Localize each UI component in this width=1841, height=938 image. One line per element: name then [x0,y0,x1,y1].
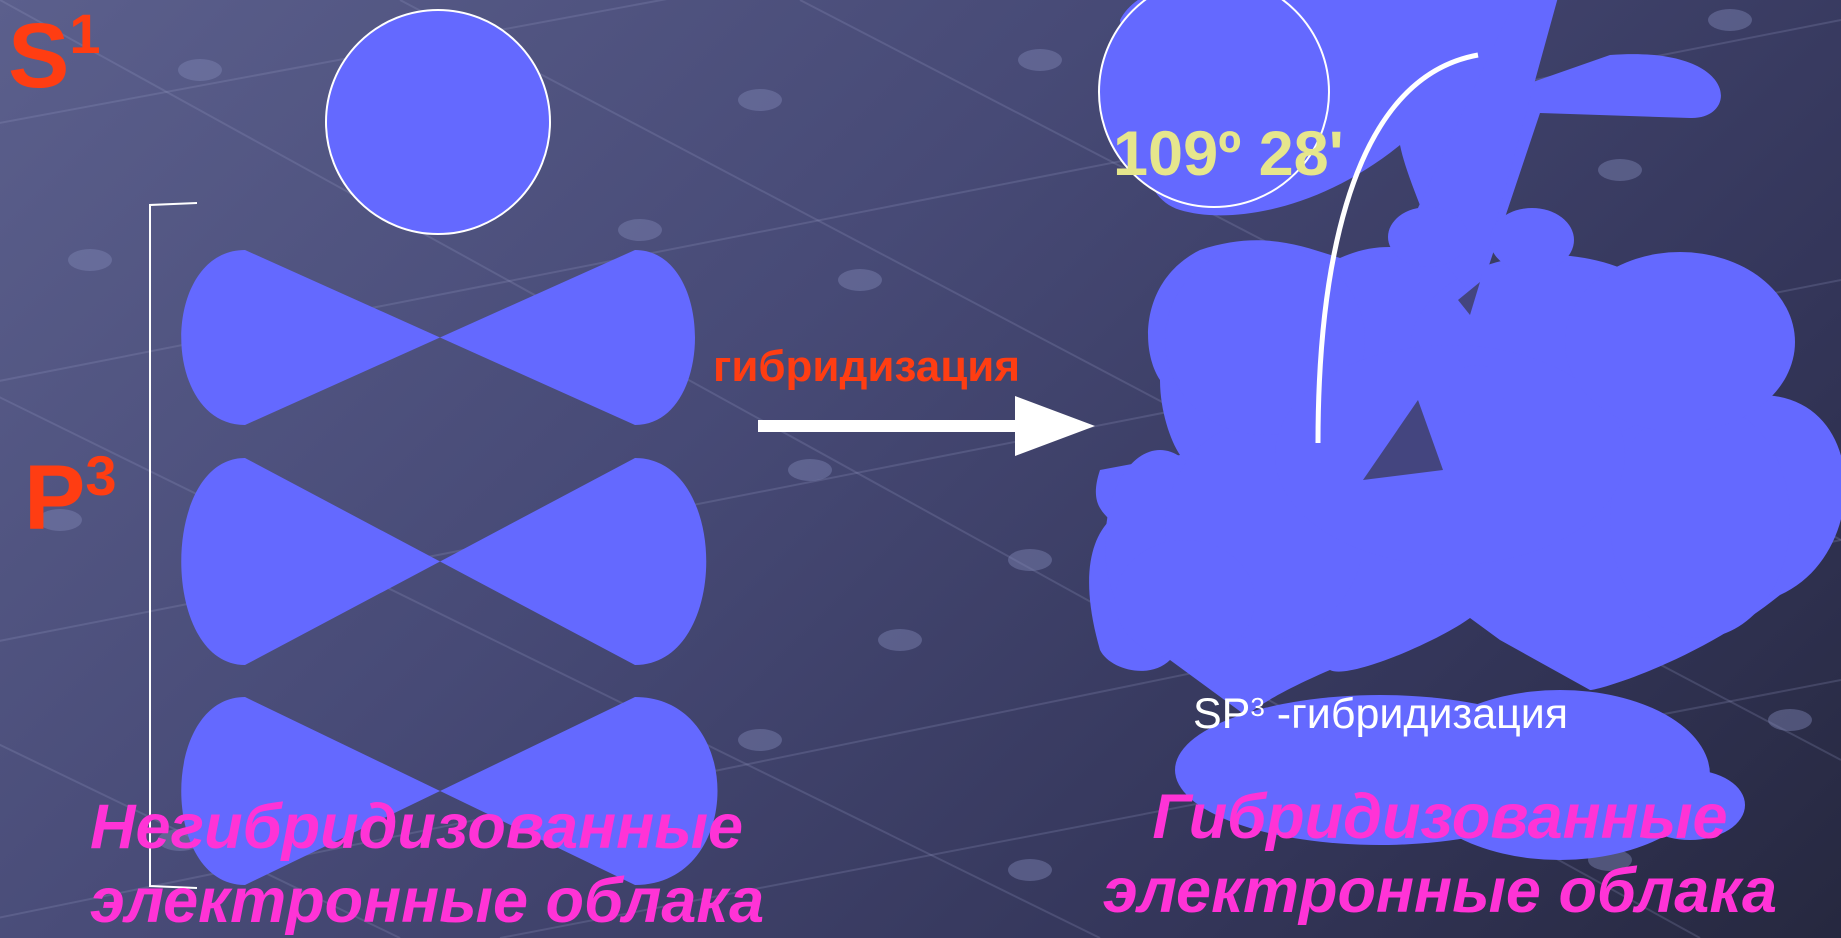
hybridized-caption: Гибридизованные электронные облака [1090,780,1790,928]
p-orbital-1 [181,250,695,425]
hybridization-arrow [758,396,1095,456]
hybridized-caption-line1: Гибридизованные [1152,782,1728,852]
p-bracket [149,202,198,889]
p-orbital-2 [181,458,707,665]
hybridization-label: гибридизация [713,342,1020,391]
unhybridized-caption: Негибридизованные электронные облака [90,790,764,938]
unhybridized-caption-line1: Негибридизованные [90,792,744,862]
s-orbital-label: S1 [8,2,101,107]
unhybridized-caption-line2: электронные облака [90,866,765,936]
sp3-orbitals [1089,0,1841,860]
p-orbital-label: P3 [24,444,117,549]
p-orbital-3 [181,697,718,885]
bond-angle-label: 109º 28' [1113,119,1344,189]
bond-angle-arc [1315,52,1479,444]
hybridized-caption-line2: электронные облака [1102,856,1778,926]
s-orbital [325,9,551,235]
sp3-small-lobes [1388,207,1574,415]
sp3-hybridization-label: SP3 -гибридизация [1193,690,1569,738]
sp3-lobe-gaps [1363,282,1480,480]
